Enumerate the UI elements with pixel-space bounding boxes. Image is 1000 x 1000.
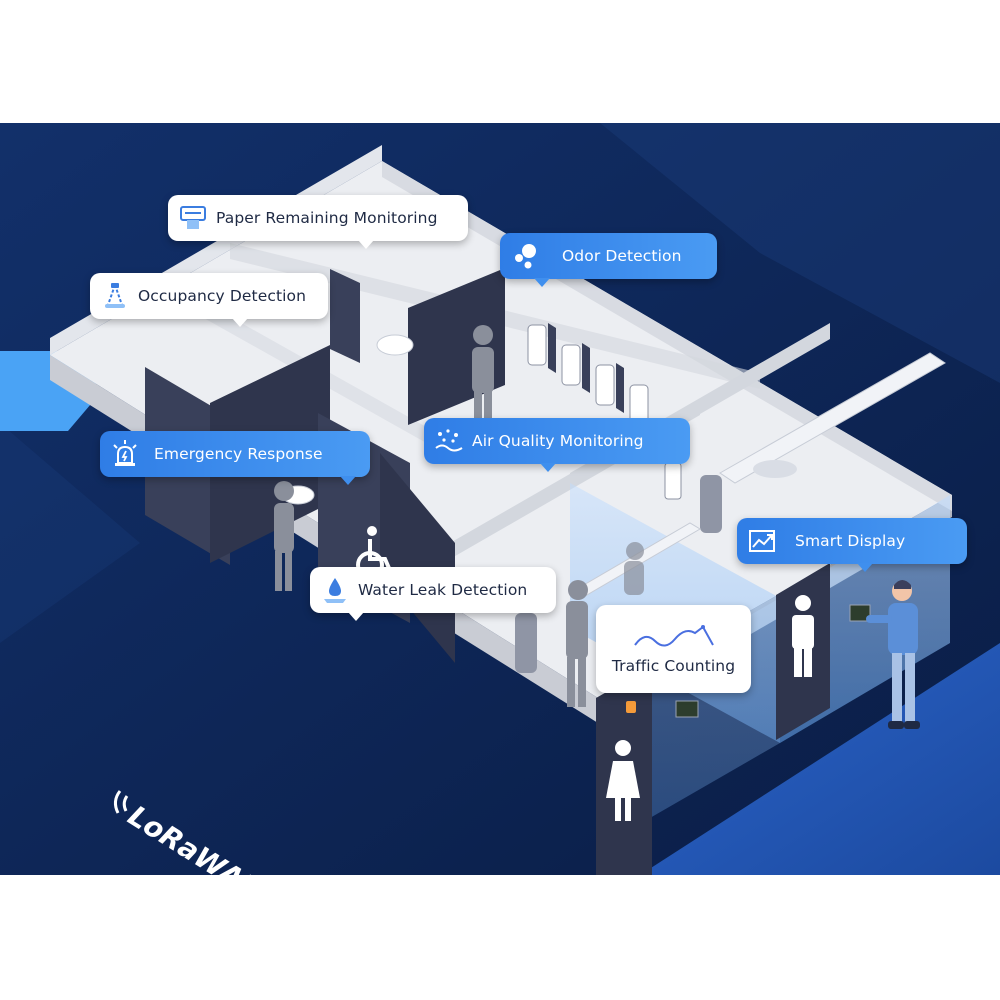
emergency-response-label: Emergency Response — [100, 431, 370, 485]
person-silhouette — [472, 325, 494, 421]
sink — [753, 460, 797, 478]
air-particles-icon — [435, 429, 463, 452]
alarm-siren-icon — [113, 440, 137, 466]
wireless-signal-icon — [113, 790, 129, 814]
label-text: Traffic Counting — [611, 657, 736, 675]
trash-bin — [515, 613, 537, 673]
sink-counter — [719, 352, 946, 484]
hand-dryer — [664, 462, 682, 500]
water-drop-icon — [324, 578, 346, 603]
label-text: Smart Display — [795, 532, 906, 550]
water-leak-label: Water Leak Detection — [310, 567, 556, 621]
paper-towel-dispenser-icon — [180, 206, 206, 229]
person-at-display — [866, 580, 920, 729]
line-graph-icon — [633, 625, 714, 647]
male-figure-icon — [792, 595, 814, 677]
smart-display-screen — [675, 700, 699, 718]
label-text: Occupancy Detection — [138, 287, 307, 305]
occupancy-light — [626, 701, 636, 713]
lorawan-logo: LoRaWAN ® — [108, 783, 308, 909]
stall-partition — [330, 269, 360, 363]
background-panel — [600, 123, 1000, 383]
background-panel — [0, 423, 140, 643]
smart-display-screen — [849, 604, 871, 622]
urinals — [527, 323, 649, 426]
person-silhouette — [624, 542, 644, 595]
occupancy-detection-label: Occupancy Detection — [90, 273, 328, 327]
traffic-counting-label: Traffic Counting — [596, 605, 751, 693]
toilet — [376, 334, 414, 356]
paper-remaining-label: Paper Remaining Monitoring — [168, 195, 468, 249]
trend-chart-icon — [749, 530, 775, 552]
trash-bin — [700, 475, 722, 533]
person-silhouette — [566, 580, 588, 707]
isometric-restroom-illustration — [0, 123, 1000, 875]
label-text: Paper Remaining Monitoring — [216, 209, 438, 227]
label-text: Emergency Response — [154, 445, 323, 463]
occupancy-sensor-icon — [105, 283, 125, 308]
label-text: Water Leak Detection — [358, 581, 528, 599]
mens-door — [776, 563, 830, 740]
bubbles-icon — [515, 244, 536, 269]
female-figure-icon — [606, 740, 640, 821]
person-silhouette — [274, 481, 294, 591]
restroom-scene: LoRaWAN ® Paper Remaining Monitoring Occ… — [0, 123, 1000, 909]
label-text: Air Quality Monitoring — [472, 432, 644, 450]
air-quality-label: Air Quality Monitoring — [424, 418, 690, 472]
label-text: Odor Detection — [562, 247, 682, 265]
odor-detection-label: Odor Detection — [500, 233, 717, 287]
logo-text: LoRaWAN — [122, 799, 269, 893]
smart-display-label: Smart Display — [737, 518, 967, 572]
